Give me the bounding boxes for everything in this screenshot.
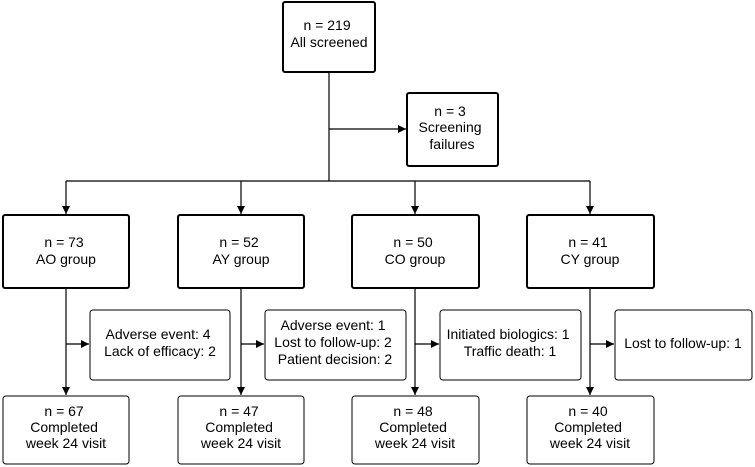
label-line: n = 219 <box>304 17 351 33</box>
ao-exclusions-box <box>89 309 231 381</box>
label-line: week 24 visit <box>200 435 281 451</box>
ay-exclusions-box <box>264 309 407 381</box>
ay-completed-label: n = 47 Completed week 24 visit <box>200 403 281 451</box>
co-completed-node: n = 48 Completed week 24 visit <box>351 395 480 465</box>
co-exclusions-box <box>439 309 582 381</box>
ay-completed-box <box>177 395 305 465</box>
co-completed-label: n = 48 Completed week 24 visit <box>374 403 455 451</box>
cy-group-node: n = 41 CY group <box>526 214 655 289</box>
co-group-label: n = 50 CO group <box>385 234 446 267</box>
label-line: AO group <box>36 251 96 267</box>
label-line: week 24 visit <box>549 435 630 451</box>
co-group-box <box>351 214 480 289</box>
screened-label: n = 219 All screened <box>290 17 367 50</box>
screening-failures-label: n = 3 Screening failures <box>419 103 486 152</box>
screened-box <box>282 1 376 73</box>
cy-completed-box <box>526 395 655 465</box>
co-group-node: n = 50 CO group <box>351 214 480 289</box>
ao-group-label: n = 73 AO group <box>36 234 96 267</box>
ay-exclusions-node: Adverse event: 1 Lost to follow-up: 2 Pa… <box>264 309 407 381</box>
label-line: Completed <box>554 419 622 435</box>
label-line: All screened <box>290 34 367 50</box>
label-line: AY group <box>212 251 269 267</box>
ao-completed-node: n = 67 Completed week 24 visit <box>2 395 130 465</box>
ao-exclusions-node: Adverse event: 4 Lack of efficacy: 2 <box>89 309 231 381</box>
ay-group-box <box>177 214 305 289</box>
label-line: Lack of efficacy: 2 <box>104 343 216 359</box>
label-line: n = 67 <box>44 403 84 419</box>
screening-failures-node: n = 3 Screening failures <box>406 92 499 167</box>
label-line: Initiated biologics: 1 <box>447 326 570 342</box>
ay-exclusions-label: Adverse event: 1 Lost to follow-up: 2 Pa… <box>274 317 395 367</box>
label-line: n = 50 <box>393 234 433 250</box>
co-completed-box <box>351 395 480 465</box>
cy-group-box <box>526 214 655 289</box>
label-line: failures <box>429 136 474 152</box>
label-line: Lost to follow-up: 1 <box>624 335 742 351</box>
label-line: week 24 visit <box>25 435 106 451</box>
cy-completed-label: n = 40 Completed week 24 visit <box>549 403 630 451</box>
label-line: CO group <box>385 251 446 267</box>
label-line: n = 73 <box>44 234 84 250</box>
co-exclusions-node: Initiated biologics: 1 Traffic death: 1 <box>439 309 582 381</box>
ay-group-label: n = 52 AY group <box>212 234 269 267</box>
label-line: Lost to follow-up: 2 <box>274 334 392 350</box>
co-exclusions-label: Initiated biologics: 1 Traffic death: 1 <box>447 326 574 359</box>
screened-node: n = 219 All screened <box>282 1 376 73</box>
cy-completed-node: n = 40 Completed week 24 visit <box>526 395 655 465</box>
cy-group-label: n = 41 CY group <box>561 234 620 267</box>
label-line: n = 3 <box>434 103 466 119</box>
ao-exclusions-label: Adverse event: 4 Lack of efficacy: 2 <box>104 326 216 359</box>
label-line: Adverse event: 1 <box>281 317 386 333</box>
screening-failures-box <box>406 92 499 167</box>
ay-completed-node: n = 47 Completed week 24 visit <box>177 395 305 465</box>
label-line: n = 47 <box>219 403 259 419</box>
label-line: week 24 visit <box>374 435 455 451</box>
label-line: Completed <box>30 419 98 435</box>
label-line: n = 52 <box>219 234 259 250</box>
label-line: n = 41 <box>568 234 608 250</box>
label-line: Completed <box>205 419 273 435</box>
ao-group-node: n = 73 AO group <box>2 214 130 289</box>
ao-group-box <box>2 214 130 289</box>
cy-exclusions-node: Lost to follow-up: 1 <box>614 309 753 381</box>
ao-completed-box <box>2 395 130 465</box>
ao-completed-label: n = 67 Completed week 24 visit <box>25 403 106 451</box>
label-line: Adverse event: 4 <box>106 326 211 342</box>
label-line: Traffic death: 1 <box>464 343 557 359</box>
label-line: n = 48 <box>393 403 433 419</box>
label-line: Completed <box>379 419 447 435</box>
label-line: CY group <box>561 251 620 267</box>
ay-group-node: n = 52 AY group <box>177 214 305 289</box>
cy-exclusions-box <box>614 309 753 381</box>
label-line: Patient decision: 2 <box>278 351 393 367</box>
cy-exclusions-label: Lost to follow-up: 1 <box>624 335 742 351</box>
label-line: Screening <box>419 119 482 135</box>
label-line: n = 40 <box>568 403 608 419</box>
connector-lines <box>62 73 614 395</box>
